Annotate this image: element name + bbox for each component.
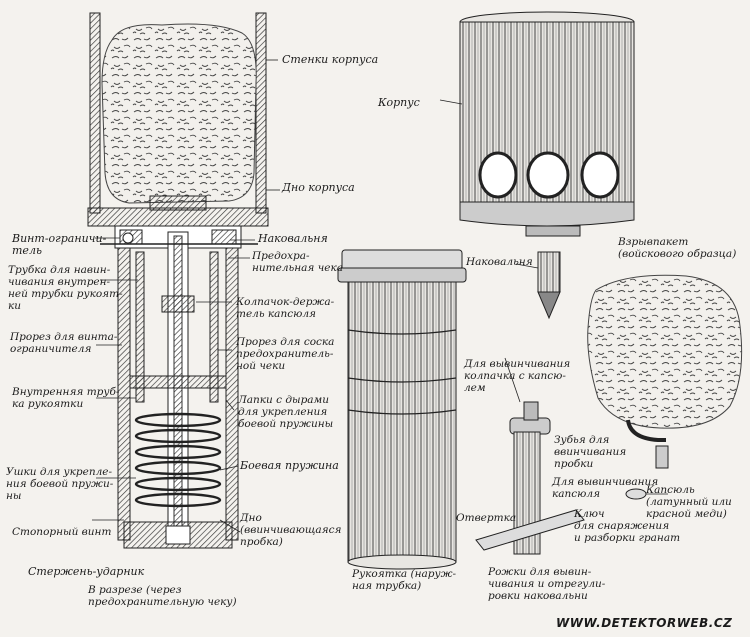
label-korpus: Корпус [378, 96, 420, 109]
detonator-cap-figure [625, 488, 668, 500]
label-rozhki: Рожки для вывин- чивания и отрегули- ров… [488, 566, 606, 602]
cross-section-figure [87, 12, 280, 549]
label-stenki-korpusa: Стенки корпуса [282, 53, 379, 66]
label-vint-ogranichitel: Винт-ограничи- тель [12, 232, 107, 257]
spring [134, 412, 222, 508]
label-v-razreze: В разрезе (через предохранительную чеку) [88, 584, 237, 608]
watermark: WWW.DETEKTORWEB.CZ [556, 616, 733, 630]
label-vnutrennyaya-trubka: Внутренняя труб- ка рукоятки [12, 386, 120, 410]
label-kolpachok-derzhatel: Колпачок-держа- тель капсюля [236, 296, 335, 320]
label-nakovalnya-top: Наковальня [258, 232, 328, 245]
label-dlya-vyvinchivaniya-kapsyulya: Для вывинчивания капсюля [552, 476, 659, 500]
label-otvertka: Отвертка [456, 512, 517, 524]
label-rukoyatka: Рукоятка (наруж- ная трубка) [352, 568, 457, 592]
key-tool-figure [475, 357, 585, 555]
label-klyuch: Ключ для снаряжения и разборки гранат [574, 508, 681, 544]
label-ushki: Ушки для укрепле- ния боевой пружи- ны [6, 466, 114, 502]
label-kapsyul: Капсюль (латунный или красной меди) [646, 484, 732, 520]
label-vzryvpaket: Взрывпакет (войскового образца) [618, 236, 737, 260]
label-dno-korpusa: Дно корпуса [282, 181, 355, 194]
body-casing-figure [439, 11, 635, 237]
label-predohranitelnaya-cheka: Предохра- нительная чека [252, 250, 343, 274]
label-dno-probka: Дно (ввинчивающаяся пробка) [240, 512, 342, 548]
label-zuby-dlya-vvinchivaniya: Зубья для ввинчивания пробки [554, 434, 627, 470]
handle-tube-figure [337, 249, 467, 570]
label-lapki: Лапки с дырами для укрепления боевой пру… [238, 394, 334, 430]
label-trubka-navinchivaniya: Трубка для навин- чивания внутрен- ней т… [8, 264, 123, 312]
label-prorez-soska: Прорез для соска предохранитель- ной чек… [236, 336, 335, 372]
label-nakovalnya-right: Наковальня [466, 256, 533, 268]
label-sterzhen-udarnik: Стержень-ударник [28, 565, 145, 578]
label-boevaya-pruzhina: Боевая пружина [240, 459, 339, 472]
label-dlya-vyvinchivaniya-kolpachka: Для вывинчивания колпачка с капсю- лем [464, 358, 571, 394]
label-prorez-vinta: Прорез для винта- ограничителя [10, 331, 118, 355]
label-stopornyi-vint: Стопорный винт [12, 526, 112, 538]
explosive-packet-figure [587, 274, 743, 469]
anvil-figure [515, 251, 561, 320]
